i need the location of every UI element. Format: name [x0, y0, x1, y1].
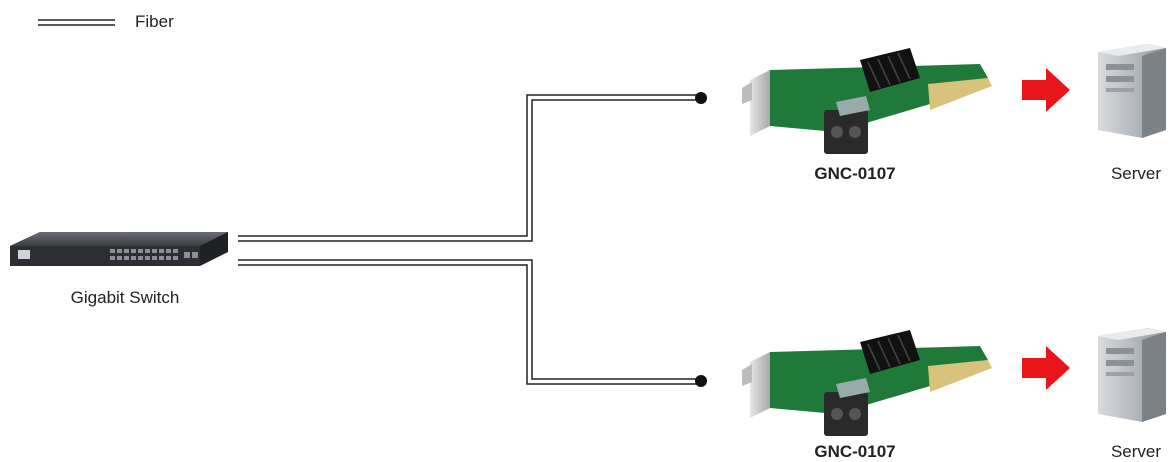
- legend-fiber-label: Fiber: [135, 12, 174, 31]
- arrow-right-icon: [1022, 68, 1070, 112]
- nic-card-icon: [742, 330, 992, 436]
- nic-label-top: GNC-0107: [814, 164, 896, 183]
- server-tower-icon: [1098, 328, 1166, 422]
- fiber-link-bottom: [238, 259, 700, 385]
- nic-label-bottom: GNC-0107: [814, 442, 896, 461]
- gigabit-switch-icon: [10, 232, 228, 266]
- server-tower-icon: [1098, 44, 1166, 138]
- legend-fiber-line: [38, 19, 115, 26]
- fiber-endpoint-bottom: [695, 375, 707, 387]
- arrow-right-icon: [1022, 346, 1070, 390]
- server-label-top: Server: [1110, 164, 1162, 183]
- fiber-endpoint-top: [695, 92, 707, 104]
- fiber-link-top: [238, 94, 700, 242]
- server-label-bottom: Server: [1110, 442, 1162, 461]
- switch-label: Gigabit Switch: [70, 288, 180, 307]
- nic-card-icon: [742, 48, 992, 154]
